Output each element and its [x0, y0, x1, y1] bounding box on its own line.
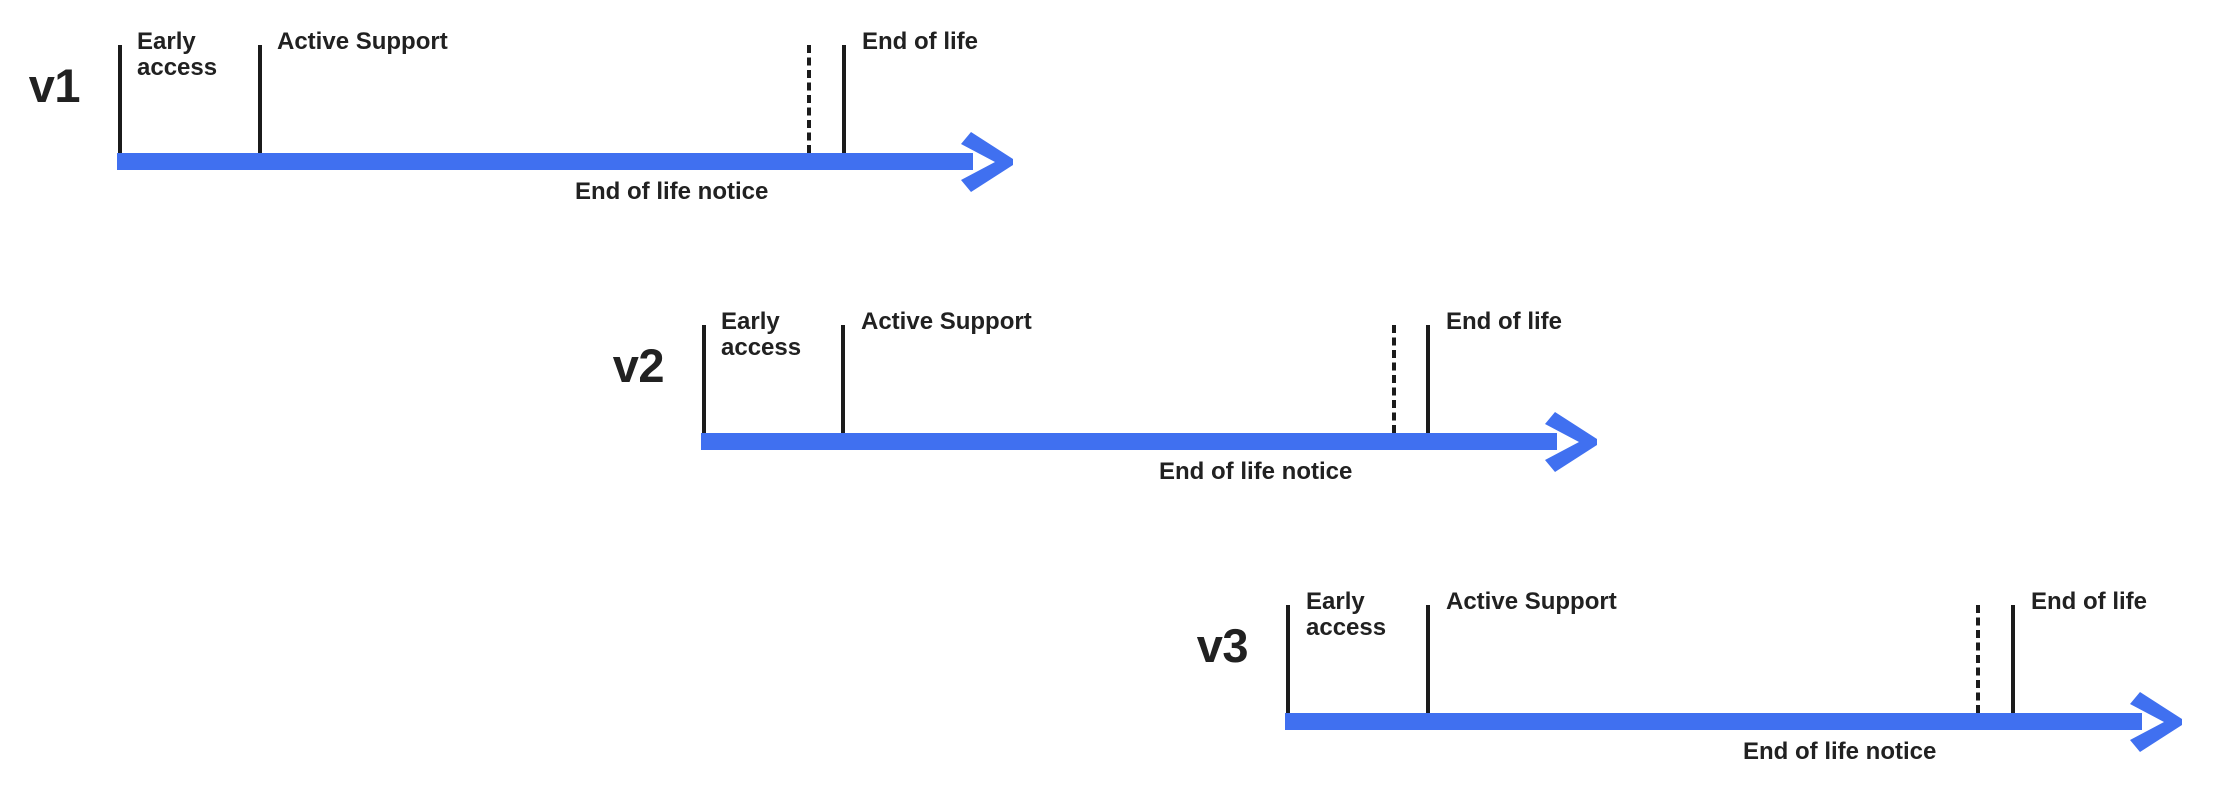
end-of-life-notice-marker: [1392, 325, 1396, 433]
phase-label-early-access: Early access: [721, 308, 802, 361]
phase-divider-end-of-life: [842, 45, 846, 153]
phase-label-early-access: Early access: [1306, 588, 1387, 641]
end-of-life-notice-label: End of life notice: [575, 178, 769, 205]
lifecycle-bar: [1285, 713, 2142, 730]
phase-label-end-of-life: End of life: [1446, 308, 1562, 335]
phase-label-active-support: Active Support: [1446, 588, 1617, 615]
phase-divider-start: [1286, 605, 1290, 713]
phase-divider-start: [118, 45, 122, 153]
phase-label-end-of-life: End of life: [2031, 588, 2147, 615]
phase-divider-active-support: [841, 325, 845, 433]
lifecycle-arrow-head: [961, 131, 1017, 192]
version-label-v3: v3: [1196, 619, 1249, 672]
phase-divider-end-of-life: [1426, 325, 1430, 433]
version-label-v1: v1: [28, 59, 81, 112]
version-label-v2: v2: [612, 339, 665, 392]
phase-divider-start: [702, 325, 706, 433]
phase-label-early-access: Early access: [137, 28, 218, 81]
lifecycle-bar: [701, 433, 1557, 450]
phase-divider-active-support: [1426, 605, 1430, 713]
phase-divider-end-of-life: [2011, 605, 2015, 713]
phase-label-end-of-life: End of life: [862, 28, 978, 55]
phase-divider-active-support: [258, 45, 262, 153]
end-of-life-notice-label: End of life notice: [1743, 738, 1937, 765]
phase-label-active-support: Active Support: [861, 308, 1032, 335]
end-of-life-notice-marker: [807, 45, 811, 153]
lifecycle-arrow-head: [1545, 411, 1601, 472]
end-of-life-notice-label: End of life notice: [1159, 458, 1353, 485]
phase-label-active-support: Active Support: [277, 28, 448, 55]
lifecycle-bar: [117, 153, 973, 170]
end-of-life-notice-marker: [1976, 605, 1980, 713]
lifecycle-arrow-head: [2130, 691, 2186, 752]
